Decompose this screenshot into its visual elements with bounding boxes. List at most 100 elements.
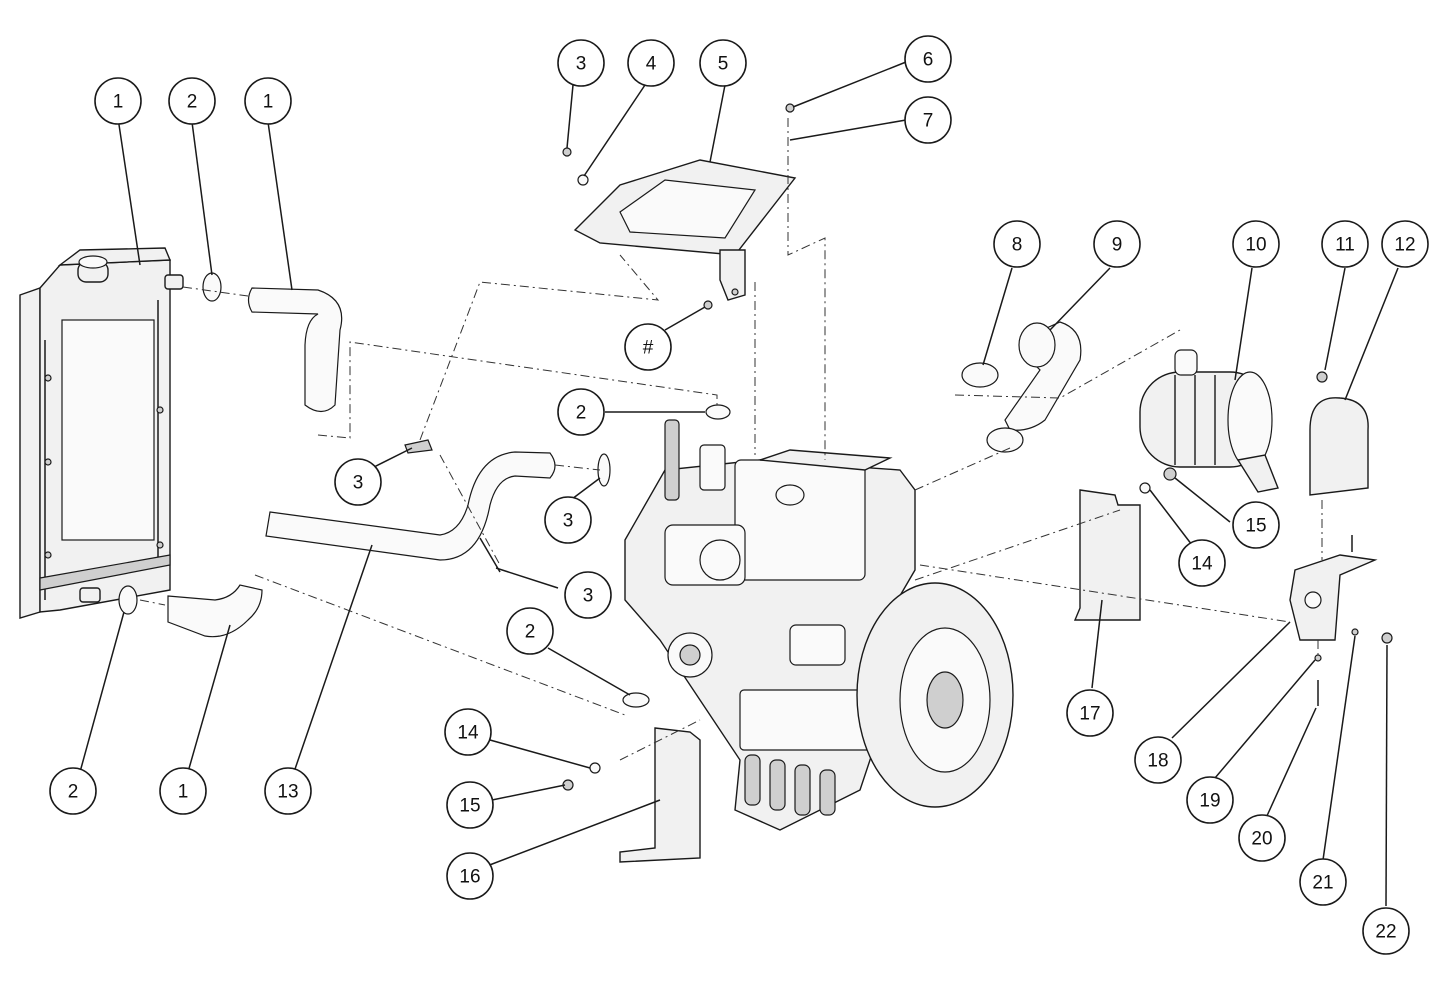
callout-circle <box>1299 858 1347 906</box>
callout-circle <box>1232 501 1280 549</box>
washer <box>1139 482 1151 494</box>
top-cover <box>573 159 797 301</box>
callout-circle <box>1134 736 1182 784</box>
callout-2: 2 <box>506 607 554 655</box>
callout-circle <box>1232 220 1280 268</box>
callout-11: 11 <box>1321 220 1369 268</box>
callout-circle <box>94 77 142 125</box>
callout-3: 3 <box>564 571 612 619</box>
callout-circle <box>624 323 672 371</box>
callout-19: 19 <box>1186 776 1234 824</box>
callout-label: 18 <box>1147 751 1168 772</box>
callout-label: 15 <box>459 796 480 817</box>
callout-circle <box>446 781 494 829</box>
callout-circle <box>264 767 312 815</box>
callout-circle <box>564 571 612 619</box>
callout-21: 21 <box>1299 858 1347 906</box>
washer <box>1351 628 1359 636</box>
callout-circle <box>557 39 605 87</box>
callout-label: 17 <box>1079 704 1100 725</box>
bolt <box>1381 632 1393 644</box>
washer <box>577 174 589 186</box>
callout-circle <box>557 388 605 436</box>
callout-4: 4 <box>627 39 675 87</box>
callout-15: 15 <box>446 781 494 829</box>
callout-label: 6 <box>923 50 934 71</box>
callout-label: 22 <box>1375 922 1396 943</box>
lower-radiator-hose <box>167 584 263 638</box>
air-cleaner-bracket <box>1289 554 1378 641</box>
callout-circle <box>993 220 1041 268</box>
callout-label: 1 <box>263 92 274 113</box>
callout-22: 22 <box>1362 907 1410 955</box>
mounting-strap <box>1309 371 1369 496</box>
callout-1: 1 <box>159 767 207 815</box>
callout-20: 20 <box>1238 814 1286 862</box>
callout-circle <box>1178 539 1226 587</box>
callout-circle <box>544 496 592 544</box>
callout-circle <box>904 35 952 83</box>
hose-clamp <box>118 585 138 615</box>
callout-12: 12 <box>1381 220 1429 268</box>
callout-circle <box>627 39 675 87</box>
callout-circle <box>244 77 292 125</box>
clip <box>404 439 433 454</box>
callout-circle <box>1186 776 1234 824</box>
callout-circle <box>446 852 494 900</box>
callout-label: # <box>643 338 654 359</box>
callout-circle <box>506 607 554 655</box>
upper-radiator-hose <box>247 287 343 413</box>
callout-label: 14 <box>457 723 479 744</box>
callout-circle <box>159 767 207 815</box>
callout-label: 13 <box>277 782 298 803</box>
callout-label: 2 <box>525 622 536 643</box>
callout-14: 14 <box>1178 539 1226 587</box>
callout-1: 1 <box>94 77 142 125</box>
callout-5: 5 <box>699 39 747 87</box>
assembly-guide-lines <box>139 118 1323 761</box>
bolt <box>785 103 795 113</box>
callout-circle <box>1321 220 1369 268</box>
callout-10: 10 <box>1232 220 1280 268</box>
callout-2: 2 <box>49 767 97 815</box>
callout-7: 7 <box>904 96 952 144</box>
callout-label: 12 <box>1394 235 1415 256</box>
callout-15: 15 <box>1232 501 1280 549</box>
callout-label: 10 <box>1245 235 1266 256</box>
callout-label: 16 <box>459 867 480 888</box>
callout-label: 14 <box>1191 554 1213 575</box>
long-coolant-hose <box>265 451 556 561</box>
callout-label: 4 <box>646 54 657 75</box>
callout-circle <box>1238 814 1286 862</box>
callout-circle <box>334 458 382 506</box>
hose-clamp <box>202 272 222 302</box>
hose-clamp <box>705 404 731 420</box>
callout-13: 13 <box>264 767 312 815</box>
callout-circle <box>904 96 952 144</box>
callout-circle <box>1381 220 1429 268</box>
callout-1: 1 <box>244 77 292 125</box>
callout-label: 20 <box>1251 829 1272 850</box>
callout-label: 15 <box>1245 516 1266 537</box>
nut <box>562 147 572 157</box>
callout-9: 9 <box>1093 220 1141 268</box>
washer <box>589 762 601 774</box>
callout-label: 21 <box>1312 873 1333 894</box>
callout-14: 14 <box>444 708 492 756</box>
callout-label: 19 <box>1199 791 1220 812</box>
engine-block <box>624 419 916 831</box>
callout-label: 2 <box>576 403 587 424</box>
intake-clamp <box>961 362 999 388</box>
bolt <box>1314 654 1322 662</box>
callout-circle <box>168 77 216 125</box>
callout-label: 8 <box>1012 235 1023 256</box>
callout-3: 3 <box>544 496 592 544</box>
intake-clamp <box>986 427 1024 453</box>
callout-3: 3 <box>557 39 605 87</box>
callout-label: 3 <box>583 586 594 607</box>
callout-circle <box>699 39 747 87</box>
engine-mount-bracket <box>1073 489 1141 621</box>
callout-18: 18 <box>1134 736 1182 784</box>
